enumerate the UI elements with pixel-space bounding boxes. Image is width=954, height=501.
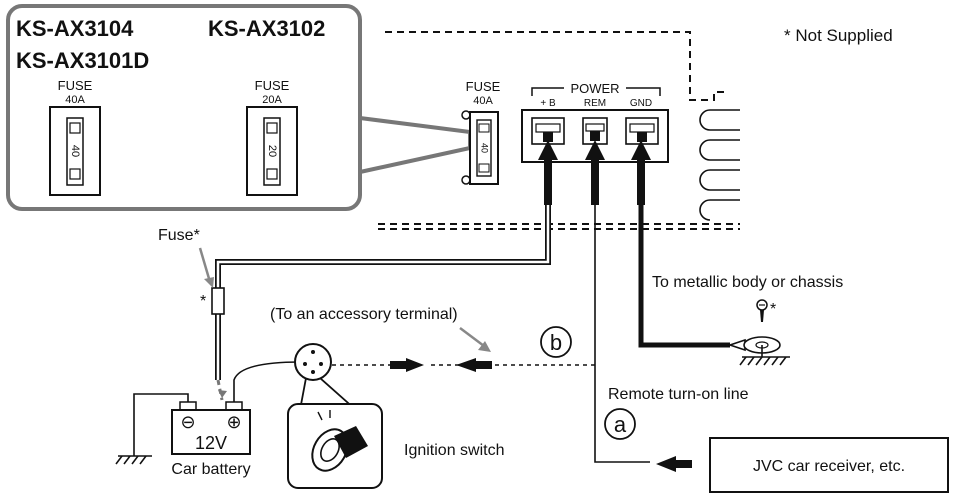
amp-fuse-rating: 40A	[473, 95, 493, 107]
battery-plus: ⊕	[226, 412, 241, 432]
battery-icon	[171, 401, 251, 455]
inline-fuse-asterisk: *	[200, 293, 206, 310]
remote-wire	[594, 205, 650, 463]
ignition-arrow-icon	[390, 358, 424, 372]
model-ks-ax3102: KS-AX3102	[208, 16, 325, 41]
model-ks-ax3104: KS-AX3104	[16, 16, 134, 41]
terminal-label-plus-b: + B	[540, 98, 556, 109]
inset-fuse-right-rating: 20A	[262, 94, 282, 106]
ignition-label: Ignition switch	[404, 442, 505, 459]
inset-fuse-left-value: 40	[69, 145, 81, 157]
marker-a: a	[604, 408, 636, 440]
heatsink-fins-icon	[699, 109, 740, 221]
receiver-label: JVC car receiver, etc.	[753, 458, 905, 475]
inset-callout-connector	[359, 116, 472, 174]
accessory-arrow-icon	[456, 358, 492, 372]
ground-wire	[638, 205, 730, 348]
chassis-note: To metallic body or chassis	[652, 274, 843, 291]
fuse-leader	[198, 247, 212, 283]
fuse-note: Fuse*	[158, 227, 200, 244]
amp-fuse-label: FUSE	[466, 79, 501, 94]
screw-icon	[756, 299, 768, 322]
insert-arrows	[538, 140, 651, 205]
inline-fuse-icon	[211, 287, 225, 315]
receiver-arrow-icon	[656, 456, 692, 472]
ring-terminal-icon	[727, 336, 781, 354]
amp-fuse-icon	[461, 110, 499, 185]
power-label: POWER	[570, 81, 619, 96]
ignition-switch-icon	[287, 343, 383, 489]
chassis-ground-icon	[739, 345, 790, 366]
battery-ground-icon	[115, 455, 152, 465]
accessory-note: (To an accessory terminal)	[270, 306, 458, 323]
battery-label: Car battery	[171, 461, 250, 478]
marker-b-label: b	[550, 330, 562, 355]
terminal-label-rem: REM	[584, 98, 606, 109]
ignition-input-wire	[233, 361, 301, 410]
accessory-leader	[459, 327, 485, 347]
screw-asterisk: *	[770, 301, 776, 318]
inset-fuse-left-rating: 40A	[65, 94, 85, 106]
model-ks-ax3101d: KS-AX3101D	[16, 48, 149, 73]
marker-a-label: a	[614, 412, 627, 437]
inset-fuse-right-label: FUSE	[255, 78, 290, 93]
power-wire-to-battery	[216, 379, 224, 401]
terminal-label-gnd: GND	[630, 98, 652, 109]
inset-fuse-left-label: FUSE	[58, 78, 93, 93]
remote-note: Remote turn-on line	[608, 386, 749, 403]
not-supplied-note: * Not Supplied	[784, 26, 893, 45]
fuse-40a-icon	[49, 106, 101, 196]
battery-voltage: 12V	[195, 433, 227, 453]
power-bracket	[531, 87, 661, 96]
inset-fuse-right-value: 20	[266, 145, 278, 157]
power-wire	[215, 205, 551, 380]
battery-minus: ⊖	[180, 412, 195, 432]
fuse-20a-icon	[246, 106, 298, 196]
amp-fuse-value: 40	[480, 143, 490, 153]
receiver-box	[709, 437, 949, 493]
marker-b: b	[540, 326, 572, 358]
amplifier-outline	[385, 31, 726, 101]
